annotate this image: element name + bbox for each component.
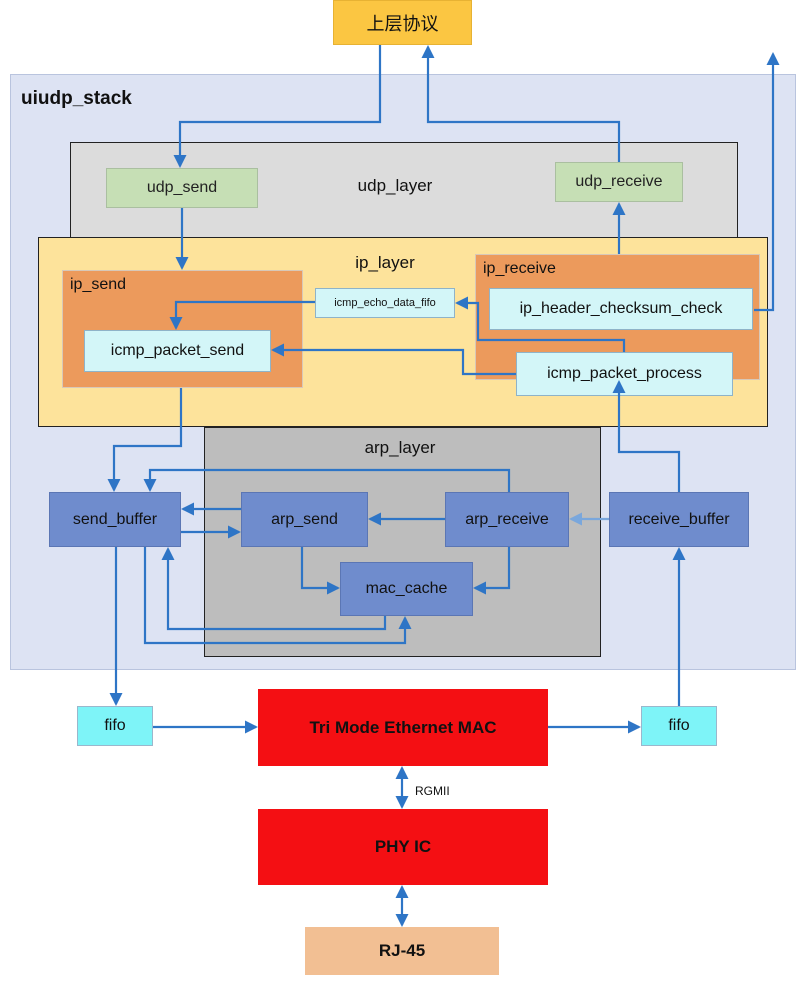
ip-send-title: ip_send: [70, 276, 127, 293]
arp-layer-title: arp_layer: [364, 438, 436, 457]
arrow-arp-receive-to-mac-cache: [473, 547, 511, 595]
arrow-send-buffer-to-mac-cache: [143, 547, 412, 645]
tri-mode-ethernet-mac: Tri Mode Ethernet MAC: [258, 689, 548, 766]
rj45-connector: RJ-45: [305, 927, 499, 975]
phy-ic: PHY IC: [258, 809, 548, 885]
fifo-left: fifo: [77, 706, 153, 746]
arrow-ip-send-to-send-buffer: [107, 388, 183, 492]
arrow-checksum-to-top-right: [754, 52, 780, 312]
receive-buffer-module: receive_buffer: [609, 492, 749, 547]
arrow-upper-to-udp-send: [173, 45, 382, 168]
arrow-fifo-to-icmp-send: [169, 300, 315, 330]
icmp-packet-send-module: icmp_packet_send: [84, 330, 271, 372]
send-buffer-module: send_buffer: [49, 492, 181, 547]
arrow-receive-buffer-to-ip: [612, 380, 681, 492]
ip-header-checksum-check-module: ip_header_checksum_check: [489, 288, 753, 330]
stack-title: uiudp_stack: [21, 88, 132, 109]
rgmii-label: RGMII: [415, 784, 450, 798]
mac-cache-module: mac_cache: [340, 562, 473, 616]
udp-receive-module: udp_receive: [555, 162, 683, 202]
arrow-process-to-fifo: [455, 296, 626, 352]
fifo-right: fifo: [641, 706, 717, 746]
udp-send-module: udp_send: [106, 168, 258, 208]
icmp-echo-data-fifo-module: icmp_echo_data_fifo: [315, 288, 455, 318]
upper-protocol-box: 上层协议: [333, 0, 472, 45]
arp-receive-module: arp_receive: [445, 492, 569, 547]
arrow-udp-receive-to-upper: [421, 45, 621, 162]
arrow-mac-cache-to-send-buffer: [161, 547, 387, 631]
arrow-arp-send-to-mac-cache: [300, 547, 340, 595]
udp-layer-title: udp_layer: [357, 176, 433, 195]
arp-send-module: arp_send: [241, 492, 368, 547]
arrow-process-to-icmp-send: [271, 343, 516, 376]
ip-receive-title: ip_receive: [483, 260, 556, 277]
ip-layer-title: ip_layer: [355, 253, 415, 272]
arrow-arp-receive-to-send-buffer-top: [143, 468, 511, 492]
